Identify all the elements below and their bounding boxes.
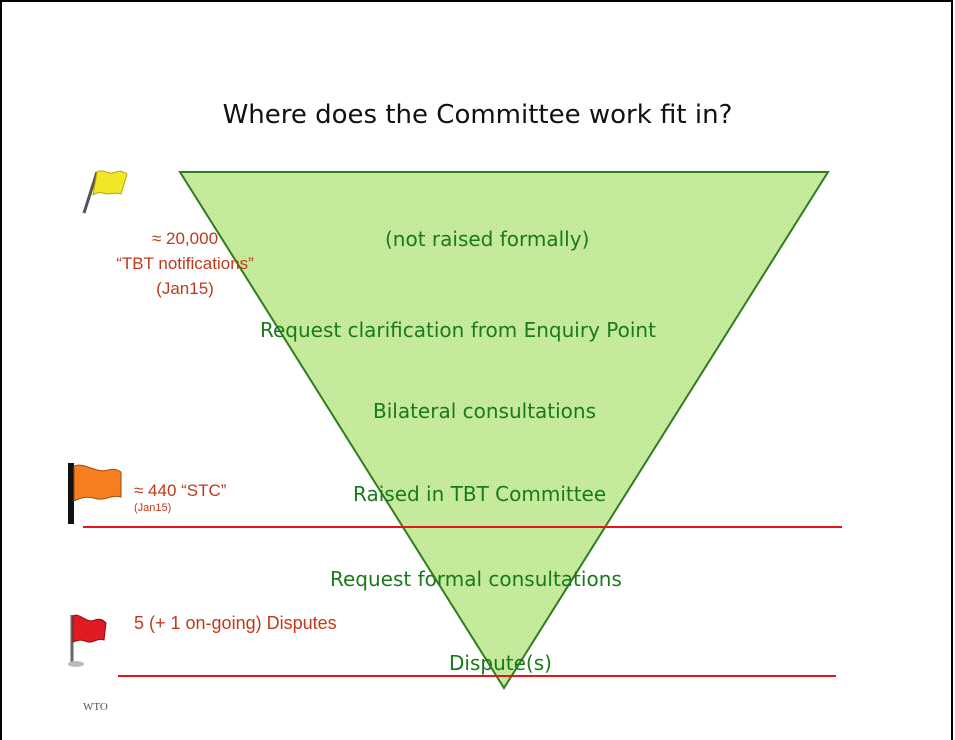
notifications-count-date: (Jan15) [156, 279, 214, 298]
yellow-flag-icon [82, 170, 128, 214]
wto-footer: WTO [83, 701, 108, 713]
stc-count-date: (Jan15) [134, 502, 172, 514]
notifications-count: ≈ 20,000 “TBT notifications” (Jan15) [80, 226, 290, 301]
stage-disputes: Dispute(s) [449, 651, 552, 675]
notifications-count-value: ≈ 20,000 [151, 229, 219, 248]
funnel-triangle [178, 171, 830, 690]
stage-formal-consultations: Request formal consultations [330, 567, 622, 591]
orange-flag-icon [68, 463, 122, 524]
stc-count-value: ≈ 440 “STC” [134, 481, 227, 500]
funnel-diagram [68, 170, 842, 690]
disputes-count: 5 (+ 1 on-going) Disputes [134, 613, 337, 633]
red-flag-icon [68, 614, 107, 667]
stc-count: ≈ 440 “STC” (Jan15) [134, 481, 226, 514]
stage-raised-in-committee: Raised in TBT Committee [353, 482, 607, 506]
stage-bilateral-consultations: Bilateral consultations [373, 399, 597, 423]
stage-request-clarification: Request clarification from Enquiry Point [260, 318, 656, 342]
notifications-count-label: “TBT notifications” [116, 254, 254, 273]
slide-title: Where does the Committee work fit in? [222, 100, 733, 130]
stage-not-raised: (not raised formally) [385, 227, 590, 251]
